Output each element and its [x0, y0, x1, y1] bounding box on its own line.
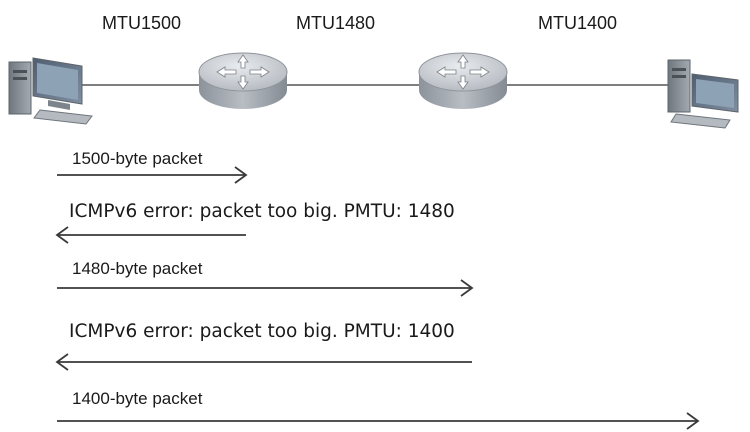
message-3-arrow-right — [57, 279, 474, 297]
router-1-icon — [198, 52, 288, 109]
message-2-label: ICMPv6 error: packet too big. PMTU: 1480 — [69, 201, 455, 222]
message-4-arrow-left — [55, 353, 472, 371]
mtu-label-segment-2: MTU1480 — [296, 13, 375, 33]
message-5-arrow-right — [57, 412, 700, 430]
message-5-label: 1400-byte packet — [72, 389, 203, 408]
message-2-arrow-left — [55, 226, 246, 244]
message-4-label: ICMPv6 error: packet too big. PMTU: 1400 — [69, 321, 455, 342]
message-1-arrow-right — [57, 166, 248, 184]
mtu-label-segment-3: MTU1400 — [538, 13, 617, 33]
mtu-label-segment-1: MTU1500 — [102, 13, 181, 33]
message-3-label: 1480-byte packet — [72, 259, 203, 278]
host-left-computer-icon — [8, 57, 93, 125]
router-2-icon — [418, 52, 508, 109]
message-1-label: 1500-byte packet — [72, 149, 203, 168]
host-right-computer-icon — [667, 59, 739, 129]
